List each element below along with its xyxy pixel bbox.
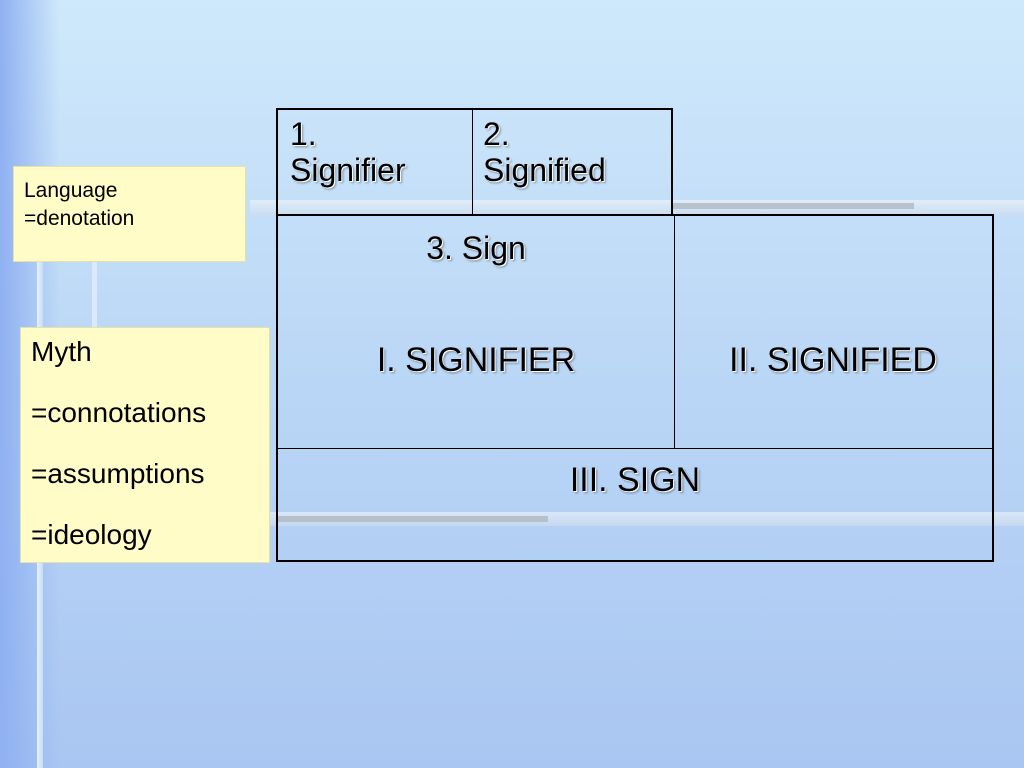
sign-label: 3. Sign <box>426 230 526 266</box>
myth-signifier-cell: 3. Sign I. SIGNIFIER <box>278 216 675 449</box>
assumptions-label: =assumptions <box>31 458 205 489</box>
ideology-label: =ideology <box>31 519 152 550</box>
signified-number: 2. <box>483 116 510 152</box>
denotation-label: =denotation <box>24 207 135 230</box>
decorative-shadow-bar-top <box>672 203 914 209</box>
signified-label: Signified <box>483 152 606 188</box>
myth-signifier-label: I. SIGNIFIER <box>376 341 576 379</box>
signifier-label: Signifier <box>290 152 406 188</box>
myth-signified-label: II. SIGNIFIED <box>729 341 937 379</box>
signifier-number: 1. <box>290 116 317 152</box>
myth-sign-label: III. SIGN <box>569 461 701 499</box>
myth-note-box: Myth =connotations =assumptions =ideolog… <box>20 327 270 563</box>
decorative-shadow-bar-bottom <box>278 516 548 522</box>
language-note-box: Language =denotation <box>13 166 246 262</box>
myth-level-cell: 3. Sign I. SIGNIFIER II. SIGNIFIED III. … <box>276 214 994 562</box>
signifier-cell: 1. Signifier <box>276 108 473 216</box>
decorative-band-bottom <box>270 512 1024 526</box>
connotations-label: =connotations <box>31 397 207 428</box>
semiotics-diagram: 1. Signifier 2. Signified 3. Sign I. SIG… <box>276 108 994 562</box>
decorative-vertical-line-short <box>92 262 97 332</box>
myth-signified-cell: II. SIGNIFIED <box>674 216 992 449</box>
language-label: Language <box>24 179 118 202</box>
myth-label: Myth <box>31 336 92 367</box>
signified-cell: 2. Signified <box>472 108 673 216</box>
